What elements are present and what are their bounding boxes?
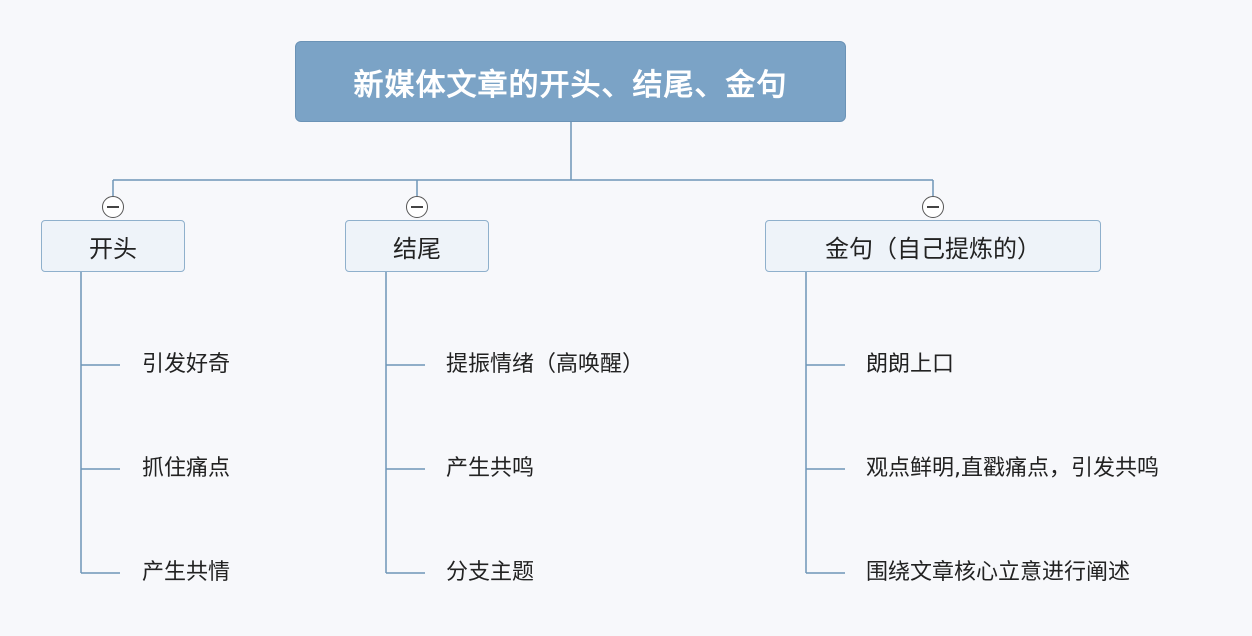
collapse-icon[interactable] (102, 196, 124, 218)
collapse-icon[interactable] (922, 196, 944, 218)
branch-0-connector (80, 272, 120, 574)
branch-2-connector (805, 272, 845, 574)
leaf-topic[interactable]: 分支主题 (446, 560, 535, 585)
leaf-topic[interactable]: 产生共鸣 (446, 456, 535, 481)
leaf-topic[interactable]: 围绕文章核心立意进行阐述 (866, 560, 1131, 585)
leaf-topic[interactable]: 引发好奇 (142, 352, 231, 377)
leaf-topic[interactable]: 抓住痛点 (142, 456, 231, 481)
root-connector (112, 122, 934, 196)
branch-1-connector (385, 272, 425, 574)
root-topic[interactable]: 新媒体文章的开头、结尾、金句 (295, 41, 846, 122)
collapse-icon[interactable] (406, 196, 428, 218)
leaf-topic[interactable]: 观点鲜明,直戳痛点，引发共鸣 (866, 456, 1159, 481)
branch-topic-opening[interactable]: 开头 (41, 220, 185, 272)
branch-topic-ending[interactable]: 结尾 (345, 220, 489, 272)
branch-topic-golden-sentence[interactable]: 金句（自己提炼的） (765, 220, 1101, 272)
leaf-topic[interactable]: 朗朗上口 (866, 352, 955, 377)
leaf-topic[interactable]: 提振情绪（高唤醒） (446, 352, 645, 377)
leaf-topic[interactable]: 产生共情 (142, 560, 231, 585)
